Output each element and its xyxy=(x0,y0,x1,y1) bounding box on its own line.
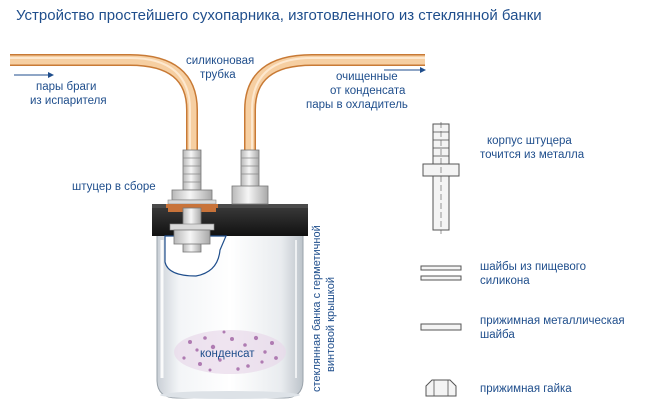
inlet-arrow xyxy=(14,72,54,78)
diagram-title: Устройство простейшего сухопарника, изго… xyxy=(16,7,542,24)
part-2-line1: шайбы из пищевого xyxy=(480,261,586,273)
outlet-label-line1: очищенные xyxy=(336,71,398,83)
condensate-area: конденсат xyxy=(174,330,286,374)
part-1-line1: корпус штуцера xyxy=(487,135,572,147)
inlet-label-line1: пары браги xyxy=(36,81,96,93)
fitting-body-icon xyxy=(422,122,460,234)
part-4-line1: прижимная гайка xyxy=(480,383,572,395)
tube-label-line1: силиконовая xyxy=(186,55,254,67)
outlet-label-line3: пары в охладитель xyxy=(306,99,408,111)
inlet-tube xyxy=(10,54,198,152)
jar-label: стеклянная банка с герметичной винтовой … xyxy=(311,225,337,392)
outlet-label-line2: от конденсата xyxy=(330,85,406,97)
nut-icon xyxy=(425,379,457,397)
right-fitting xyxy=(231,149,269,205)
tube-label-line2: трубка xyxy=(200,69,236,81)
outlet-arrow xyxy=(384,67,426,73)
outlet-tube xyxy=(244,54,425,152)
part-2-line2: силикона xyxy=(480,275,530,287)
part-3-line1: прижимная металлическая xyxy=(480,315,625,327)
silicone-washers-icon xyxy=(420,265,462,281)
part-3-line2: шайба xyxy=(480,329,515,341)
condensate-label: конденсат xyxy=(200,348,255,360)
left-fitting-assembly xyxy=(166,149,218,253)
jar-label-line2: винтовой крышкой xyxy=(325,277,337,372)
fitting-assembly-label: штуцер в сборе xyxy=(72,181,156,193)
part-1-line2: точится из металла xyxy=(480,149,585,161)
inlet-label-line2: из испарителя xyxy=(30,95,107,107)
metal-washer-icon xyxy=(420,323,462,331)
jar-label-line1: стеклянная банка с герметичной xyxy=(311,225,323,392)
